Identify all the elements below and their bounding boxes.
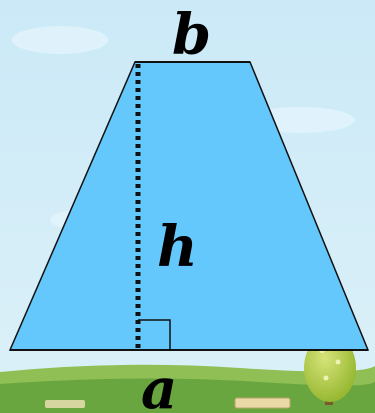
label-top-base: b <box>172 2 211 68</box>
ground-decoration <box>0 364 375 413</box>
label-height: h <box>157 214 198 280</box>
label-bottom-base: a <box>141 356 177 413</box>
right-angle-marker <box>138 319 171 350</box>
